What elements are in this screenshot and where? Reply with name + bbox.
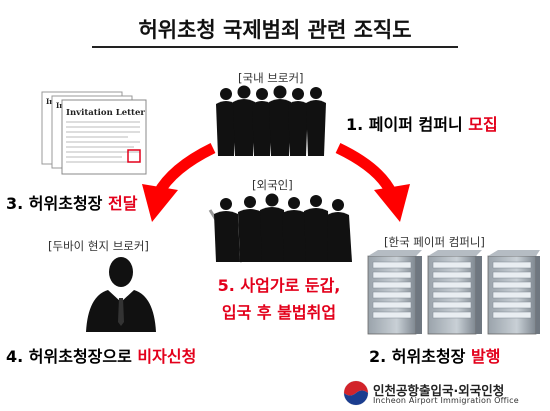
label-foreigner: [외국인] (252, 178, 293, 192)
broker-figure-6 (306, 87, 326, 156)
label-korean-paper-company: [한국 페이퍼 컴퍼니] (384, 235, 485, 249)
step-3: 3. 허위초청장 전달 (6, 190, 137, 214)
shirt-collar (115, 292, 127, 302)
worker-figure-3 (260, 193, 286, 262)
step-3-text: 허위초청장 (28, 194, 103, 213)
step-5-line2: 입국 후 불법취업 (221, 303, 337, 322)
step-1-number: 1. (346, 115, 364, 134)
step-3-number: 3. (6, 194, 24, 213)
logo-korean-text: 인천공항출입국·외국인청 (373, 383, 505, 398)
step-5-number: 5. (217, 276, 235, 295)
title-underline (92, 46, 458, 48)
worker-figure-6 (327, 199, 352, 262)
worker-figure-5 (304, 195, 330, 262)
worker-figure-4 (282, 197, 308, 262)
document-front: Invitation Letter (61, 99, 147, 175)
step-2-highlight: 발행 (470, 347, 501, 366)
step-3-highlight: 전달 (107, 194, 138, 213)
step-4-highlight: 비자신청 (137, 347, 197, 366)
building-windows (372, 261, 532, 319)
step-2: 2. 허위초청장 발행 (369, 343, 500, 367)
dubai-broker-silhouette (86, 257, 156, 332)
step-1-text: 페이퍼 컴퍼니 (368, 115, 463, 134)
svg-text:Ir: Ir (46, 97, 53, 106)
step-5: 5. 사업가로 둔갑, 입국 후 불법취업 (212, 272, 346, 323)
step-4: 4. 허위초청장으로 비자신청 (6, 343, 196, 367)
arrow-left-head (142, 184, 178, 222)
paper-company-buildings (367, 250, 540, 335)
domestic-broker-silhouettes (216, 85, 326, 156)
invitation-letter-documents: Ir In Invitation Letter (41, 91, 147, 175)
arrow-right-shaft (335, 143, 397, 197)
logo-english-text: Incheon Airport Immigration Office (373, 396, 519, 405)
step-2-text: 허위초청장 (391, 347, 466, 366)
foreign-workers-silhouettes (208, 193, 352, 263)
label-dubai-broker: [두바이 현지 브로커] (48, 239, 149, 253)
immigration-office-logo-icon (343, 380, 369, 406)
broker-figure-3 (252, 88, 272, 156)
broker-figure-1 (216, 88, 236, 156)
worker-figure-2 (238, 196, 262, 262)
step-1-highlight: 모집 (468, 115, 498, 134)
step-5-line1: 사업가로 둔갑, (240, 276, 341, 295)
step-4-text: 허위초청장으로 (28, 347, 132, 366)
seal-stamp (127, 149, 141, 163)
broker-figure-2 (233, 85, 255, 156)
broker-figure-4 (269, 85, 291, 156)
diagram-title: 허위초청 국제범죄 관련 조직도 (138, 18, 412, 42)
broker-figure-5 (288, 88, 308, 156)
step-2-number: 2. (369, 347, 387, 366)
label-domestic-broker: [국내 브로커] (238, 71, 304, 85)
invitation-letter-heading: Invitation Letter (66, 108, 145, 118)
step-1: 1. 페이퍼 컴퍼니 모집 (346, 111, 498, 135)
arrow-left-shaft (153, 143, 216, 197)
step-4-number: 4. (6, 347, 24, 366)
necktie (118, 298, 124, 326)
arrow-right-head (374, 184, 410, 222)
svg-text:In: In (56, 101, 64, 110)
worker-figure-1 (214, 198, 240, 262)
